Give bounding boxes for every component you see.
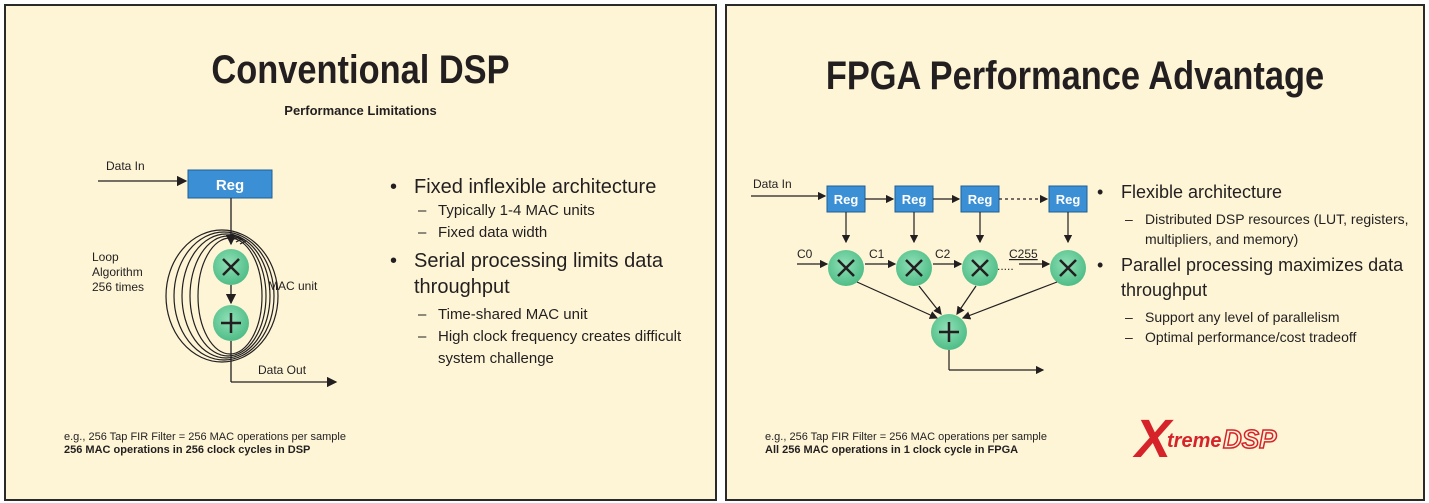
reg-label: Reg [902,192,927,207]
loop-ellipses [165,229,279,363]
xtremedsp-logo: X treme DSP [1135,409,1335,476]
mac-unit-label: MAC unit [268,279,318,293]
coef-c2: C2 [935,247,951,261]
reg-chain: Reg Reg Reg Reg [826,185,1088,213]
bullet-list: Fixed inflexible architecture Typically … [386,174,686,370]
footnote-line: e.g., 256 Tap FIR Filter = 256 MAC opera… [64,431,346,443]
sub-bullet-item: Distributed DSP resources (LUT, register… [1093,209,1413,249]
sub-bullet-item: High clock frequency creates difficult s… [386,326,686,370]
ellipsis-dots: ..... [997,259,1014,273]
logo-treme: treme [1167,430,1222,452]
loop-arrowheads [231,233,248,245]
multiply-icon [837,259,855,277]
coef-c0: C0 [797,247,813,261]
loop-label: Loop [92,250,119,264]
coef-c255: C255 [1009,247,1038,261]
footnote: e.g., 256 Tap FIR Filter = 256 MAC opera… [765,431,1047,457]
bullet-list: Flexible architecture Distributed DSP re… [1093,180,1413,347]
plus-icon [939,322,959,342]
reg-label: Reg [1056,192,1081,207]
footnote-line: e.g., 256 Tap FIR Filter = 256 MAC opera… [765,431,1047,443]
multiply-icon [905,259,923,277]
footnote: e.g., 256 Tap FIR Filter = 256 MAC opera… [64,431,346,457]
bullet-item: Fixed inflexible architecture [386,174,686,200]
panel-subtitle: Performance Limitations [284,103,437,118]
times-label: 256 times [92,280,144,294]
multiply-icon [971,259,989,277]
bullet-item: Serial processing limits data throughput [386,248,686,300]
panel-title: Conventional DSP [211,48,510,92]
reg-label: Reg [216,177,244,194]
reg-box [826,185,866,213]
bullet-item: Parallel processing maximizes data throu… [1093,253,1413,303]
multiply-icon [1059,259,1077,277]
reg-label: Reg [834,192,859,207]
sub-bullet-item: Time-shared MAC unit [386,304,686,326]
reg-box [1048,185,1088,213]
conventional-dsp-diagram: Data In Reg Data Out [92,159,338,388]
data-out-label: Data Out [258,363,307,377]
sub-bullet-item: Optimal performance/cost tradeoff [1093,327,1413,347]
algorithm-label: Algorithm [92,265,143,279]
fpga-parallel-diagram: Data In Reg Reg Reg Reg [751,177,1088,375]
data-in-label: Data In [753,177,792,191]
bullet-item: Flexible architecture [1093,180,1413,205]
coef-c1: C1 [869,247,885,261]
sub-bullet-item: Typically 1-4 MAC units [386,200,686,222]
reg-box [960,185,1000,213]
conventional-dsp-panel: Conventional DSP Performance Limitations… [4,4,717,501]
fpga-advantage-panel: FPGA Performance Advantage Data In Reg R… [725,4,1425,501]
panel-title: FPGA Performance Advantage [825,54,1325,98]
sub-bullet-item: Fixed data width [386,222,686,244]
sub-bullet-item: Support any level of parallelism [1093,307,1413,327]
footnote-bold-line: 256 MAC operations in 256 clock cycles i… [64,444,311,456]
reg-label: Reg [968,192,993,207]
logo-dsp: DSP [1222,423,1277,455]
footnote-bold-line: All 256 MAC operations in 1 clock cycle … [765,444,1019,456]
logo-x: X [1135,409,1172,469]
reg-box [187,169,273,199]
multiplier-row [828,250,1086,286]
data-in-label: Data In [106,159,145,173]
